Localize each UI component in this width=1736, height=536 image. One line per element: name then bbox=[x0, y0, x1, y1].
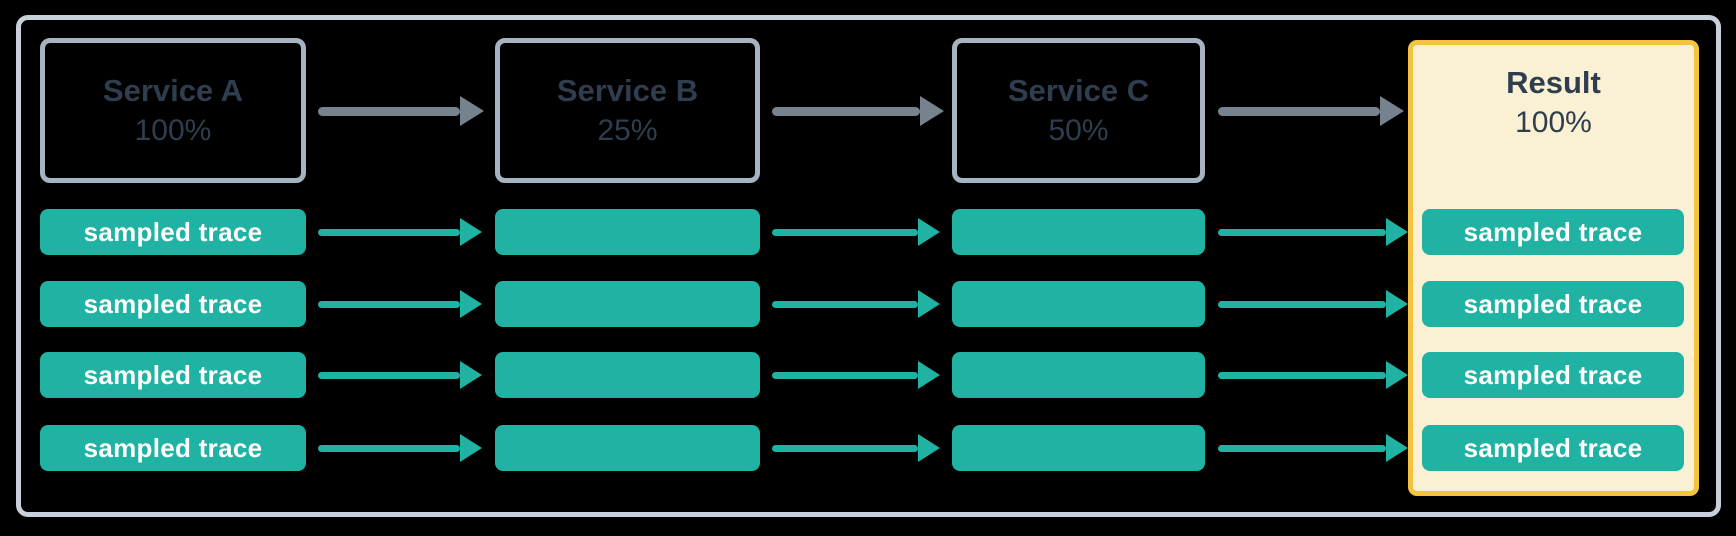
trace-bar bbox=[495, 352, 760, 398]
trace-bar bbox=[952, 281, 1205, 327]
trace-arrow-icon bbox=[318, 361, 482, 389]
service-box-b: Service B 25% bbox=[495, 38, 760, 183]
trace-bar bbox=[952, 209, 1205, 255]
trace-bar-label: sampled trace bbox=[83, 432, 263, 463]
trace-arrow-icon bbox=[318, 434, 482, 462]
trace-arrow-icon bbox=[1218, 290, 1408, 318]
trace-arrow-icon bbox=[772, 218, 940, 246]
service-a-percent: 100% bbox=[134, 114, 212, 147]
result-title: Result bbox=[1506, 65, 1601, 100]
pipeline-container bbox=[16, 15, 1721, 517]
trace-bar bbox=[495, 425, 760, 471]
trace-arrow-icon bbox=[318, 290, 482, 318]
trace-bar bbox=[952, 352, 1205, 398]
service-c-title: Service C bbox=[1007, 73, 1150, 108]
trace-arrow-icon bbox=[772, 290, 940, 318]
trace-bar-label: sampled trace bbox=[83, 216, 263, 247]
result-percent: 100% bbox=[1515, 106, 1592, 139]
trace-bar bbox=[495, 281, 760, 327]
service-box-c: Service C 50% bbox=[952, 38, 1205, 183]
trace-bar-label: sampled trace bbox=[1463, 288, 1643, 319]
service-box-a: Service A 100% bbox=[40, 38, 306, 183]
trace-bar-label: sampled trace bbox=[1463, 359, 1643, 390]
service-b-percent: 25% bbox=[597, 114, 658, 147]
trace-bar bbox=[952, 425, 1205, 471]
trace-bar-label: sampled trace bbox=[83, 359, 263, 390]
service-c-percent: 50% bbox=[1048, 114, 1109, 147]
trace-bar bbox=[495, 209, 760, 255]
trace-arrow-icon bbox=[772, 361, 940, 389]
trace-arrow-icon bbox=[1218, 434, 1408, 462]
trace-bar: sampled trace bbox=[1422, 209, 1684, 255]
trace-bar-label: sampled trace bbox=[1463, 432, 1643, 463]
flow-arrow-c-result-icon bbox=[1218, 96, 1404, 126]
trace-bar-label: sampled trace bbox=[83, 288, 263, 319]
trace-bar: sampled trace bbox=[1422, 281, 1684, 327]
trace-arrow-icon bbox=[1218, 361, 1408, 389]
service-b-title: Service B bbox=[556, 73, 699, 108]
trace-bar: sampled trace bbox=[40, 209, 306, 255]
trace-bar: sampled trace bbox=[1422, 425, 1684, 471]
service-a-title: Service A bbox=[102, 73, 244, 108]
trace-arrow-icon bbox=[1218, 218, 1408, 246]
trace-bar: sampled trace bbox=[40, 352, 306, 398]
trace-bar: sampled trace bbox=[40, 425, 306, 471]
result-box: Result 100% bbox=[1408, 40, 1699, 496]
trace-bar: sampled trace bbox=[1422, 352, 1684, 398]
trace-arrow-icon bbox=[318, 218, 482, 246]
flow-arrow-b-c-icon bbox=[772, 96, 944, 126]
flow-arrow-a-b-icon bbox=[318, 96, 484, 126]
trace-bar: sampled trace bbox=[40, 281, 306, 327]
trace-arrow-icon bbox=[772, 434, 940, 462]
trace-bar-label: sampled trace bbox=[1463, 216, 1643, 247]
